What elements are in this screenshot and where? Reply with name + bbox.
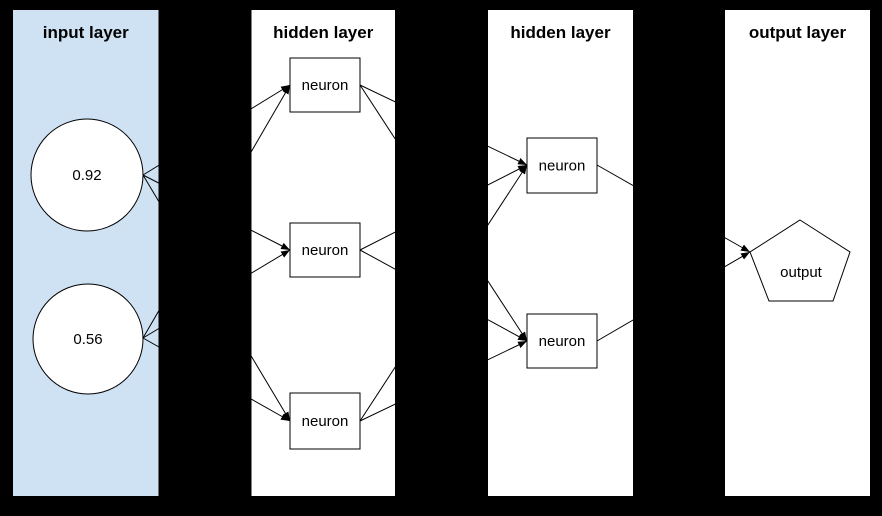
- node-label-input-2: 0.56: [73, 331, 102, 348]
- panel-title-hidden-layer-1: hidden layer: [273, 23, 374, 42]
- connection-arrow: [596, 164, 751, 253]
- connection-arrow: [359, 164, 528, 251]
- node-hidden2-neuron-1: [526, 137, 598, 194]
- node-hidden2-neuron-2: [526, 313, 598, 369]
- node-input-1: [30, 118, 144, 232]
- connection-arrow: [596, 251, 751, 342]
- node-hidden1-neuron-1: [289, 57, 361, 113]
- node-label-hidden2-neuron-1: neuron: [539, 158, 586, 175]
- connection-arrow: [359, 84, 528, 342]
- connection-arrow: [142, 249, 291, 339]
- node-label-input-1: 0.92: [72, 167, 101, 184]
- panel-input-layer: [13, 10, 159, 496]
- layer-panels-group: input layer hidden layer hidden layer outpu…: [13, 10, 870, 496]
- node-label-output-node: output: [780, 264, 823, 281]
- node-output-node: [749, 219, 851, 302]
- connection-arrow: [359, 164, 528, 422]
- node-label-hidden1-neuron-1: neuron: [302, 77, 349, 94]
- panel-title-hidden-layer-2: hidden layer: [510, 23, 611, 42]
- node-input-2: [32, 283, 144, 395]
- connection-arrow: [359, 84, 528, 166]
- connection-arrow: [359, 340, 528, 422]
- node-hidden1-neuron-2: [289, 222, 361, 278]
- connection-arrow: [142, 337, 291, 422]
- connection-arrow: [142, 84, 291, 176]
- connection-arrow: [142, 84, 291, 339]
- connection-arrow: [142, 174, 291, 422]
- connection-arrow: [359, 249, 528, 342]
- panel-title-output-layer: output layer: [749, 23, 847, 42]
- connections-group: [142, 84, 751, 422]
- panel-title-input-layer: input layer: [43, 23, 129, 42]
- panel-hidden-layer-2: [488, 10, 633, 496]
- node-label-hidden2-neuron-2: neuron: [539, 333, 586, 350]
- node-label-hidden1-neuron-3: neuron: [302, 413, 349, 430]
- node-hidden1-neuron-3: [289, 392, 361, 450]
- node-label-hidden1-neuron-2: neuron: [302, 242, 349, 259]
- nodes-group: 0.92 0.56 neuron neuron neuron neuron neuron ou…: [30, 57, 851, 450]
- connection-arrow: [142, 174, 291, 251]
